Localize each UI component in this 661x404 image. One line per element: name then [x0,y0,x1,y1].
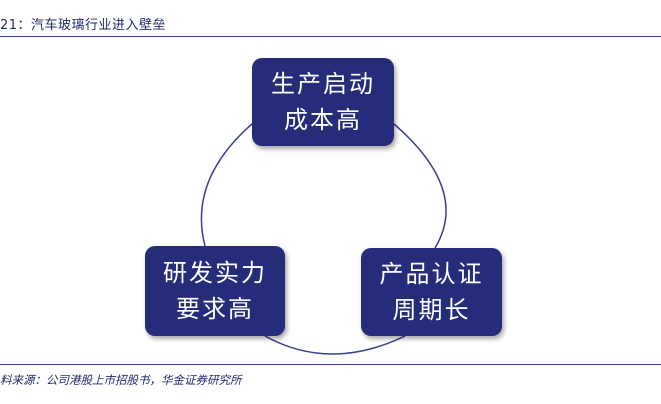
node-top-line1: 生产启动 [271,70,375,98]
node-production-cost: 生产启动 成本高 [252,58,394,146]
node-left-line1: 研发实力 [163,259,267,287]
node-top-line2: 成本高 [284,106,362,134]
connector-top-right [393,123,447,249]
node-rd-capability: 研发实力 要求高 [145,246,285,336]
top-divider [0,36,661,37]
source-note: 料来源：公司港股上市招股书，华金证券研究所 [0,373,242,387]
figure-title: 21：汽车玻璃行业进入壁垒 [0,18,167,33]
connector-left-top [200,123,253,247]
node-left-line2: 要求高 [176,295,254,323]
node-certification-cycle: 产品认证 周期长 [361,248,502,336]
node-right-line1: 产品认证 [379,260,484,288]
connector-right-left [264,335,406,355]
bottom-divider [0,364,661,365]
node-right-line2: 周期长 [392,296,471,324]
